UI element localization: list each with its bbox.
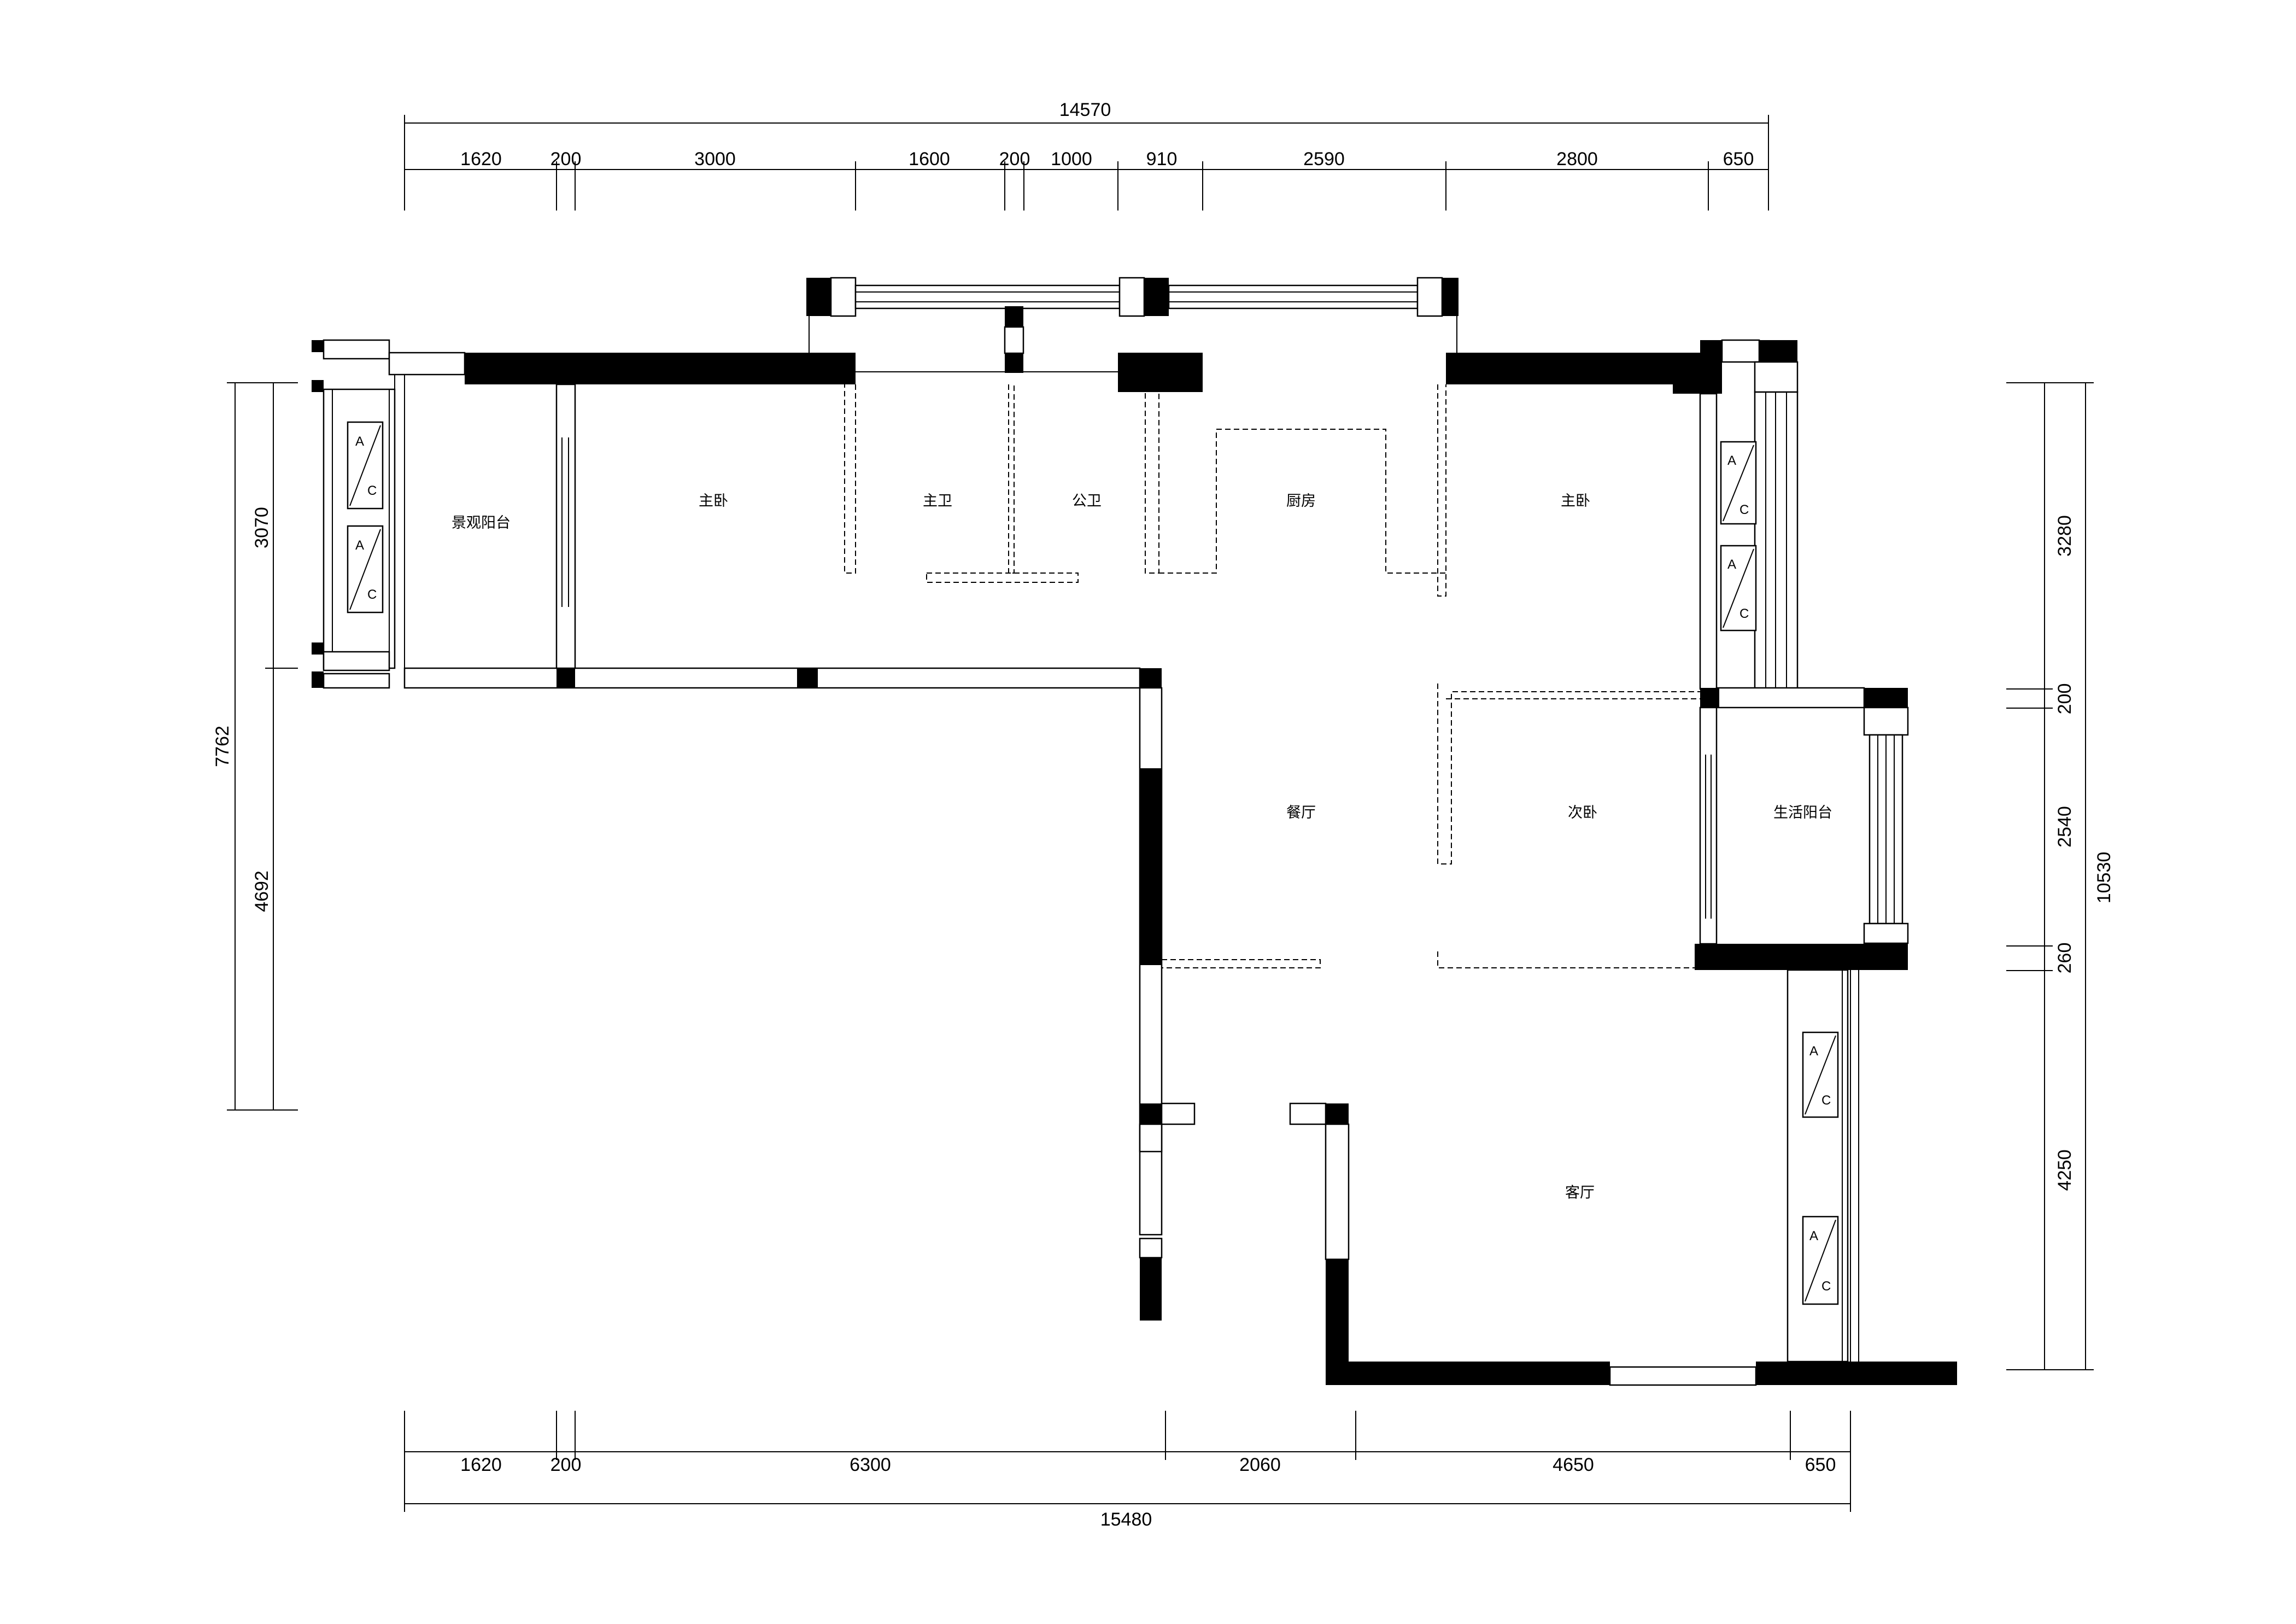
svg-text:A: A bbox=[355, 434, 364, 449]
left-dim-2: 4692 bbox=[251, 871, 272, 912]
ac-unit-6: A C bbox=[1802, 1216, 1839, 1305]
svg-text:A: A bbox=[355, 538, 364, 553]
svg-text:C: C bbox=[367, 587, 377, 602]
ac-unit-1: A C bbox=[347, 421, 384, 510]
right-dim-3: 2540 bbox=[2054, 806, 2075, 848]
room-labels: 景观阳台 主卧 主卫 公卫 厨房 主卧 餐厅 次卧 生活阳台 客厅 bbox=[452, 493, 1832, 1201]
left-dimension-lines bbox=[227, 382, 298, 1111]
bottom-dim-4: 2060 bbox=[1239, 1454, 1281, 1475]
room-label-public-bath: 公卫 bbox=[1072, 493, 1102, 510]
room-label-master-bath: 主卫 bbox=[923, 493, 952, 510]
ac-unit-3: A C bbox=[1720, 441, 1757, 525]
right-dim-5: 4250 bbox=[2054, 1149, 2075, 1191]
top-dim-8: 2590 bbox=[1303, 149, 1345, 170]
bottom-dim-6: 650 bbox=[1805, 1454, 1836, 1475]
top-total-dimension: 14570 bbox=[1059, 100, 1111, 120]
bottom-dim-1: 1620 bbox=[460, 1454, 502, 1475]
right-dim-4: 260 bbox=[2054, 943, 2075, 974]
room-label-view-balcony: 景观阳台 bbox=[452, 515, 511, 531]
room-label-utility-balcony: 生活阳台 bbox=[1773, 804, 1832, 821]
top-dimension-lines bbox=[404, 115, 1769, 211]
svg-text:A: A bbox=[1727, 557, 1736, 572]
room-label-living-room: 客厅 bbox=[1565, 1184, 1595, 1201]
right-total-dimension: 10530 bbox=[2094, 852, 2115, 904]
bottom-dimension-lines bbox=[404, 1411, 1851, 1512]
bottom-dim-3: 6300 bbox=[850, 1454, 891, 1475]
svg-text:C: C bbox=[367, 483, 377, 498]
right-dim-2: 200 bbox=[2054, 684, 2075, 715]
right-dim-1: 3280 bbox=[2054, 515, 2075, 557]
bottom-segment-dimensions: 1620 200 6300 2060 4650 650 bbox=[460, 1454, 1836, 1475]
bottom-dim-2: 200 bbox=[550, 1454, 582, 1475]
bottom-total-dimension: 15480 bbox=[1100, 1509, 1152, 1530]
svg-text:A: A bbox=[1809, 1229, 1818, 1243]
top-dim-6: 1000 bbox=[1051, 149, 1092, 170]
svg-text:C: C bbox=[1739, 606, 1749, 621]
top-dim-10: 650 bbox=[1723, 149, 1754, 170]
room-label-second-bedroom: 次卧 bbox=[1568, 804, 1597, 821]
room-label-master-bedroom-left: 主卧 bbox=[699, 493, 728, 510]
bottom-dim-5: 4650 bbox=[1553, 1454, 1594, 1475]
ac-unit-5: A C bbox=[1802, 1031, 1839, 1118]
walls bbox=[312, 277, 1957, 1386]
left-dim-1: 3070 bbox=[251, 507, 272, 548]
svg-text:C: C bbox=[1821, 1093, 1831, 1108]
svg-text:A: A bbox=[1809, 1044, 1818, 1059]
room-label-dining-room: 餐厅 bbox=[1286, 804, 1316, 821]
ac-unit-4: A C bbox=[1720, 545, 1757, 632]
svg-text:C: C bbox=[1821, 1279, 1831, 1294]
svg-text:C: C bbox=[1739, 503, 1749, 517]
top-dim-9: 2800 bbox=[1556, 149, 1598, 170]
room-label-kitchen: 厨房 bbox=[1286, 493, 1316, 510]
right-dimension-lines bbox=[2006, 382, 2094, 1370]
top-dim-4: 1600 bbox=[909, 149, 950, 170]
top-dim-2: 200 bbox=[550, 149, 582, 170]
top-dim-1: 1620 bbox=[460, 149, 502, 170]
top-segment-dimensions: 1620 200 3000 1600 200 1000 910 2590 280… bbox=[460, 149, 1754, 170]
room-label-master-bedroom-right: 主卧 bbox=[1561, 493, 1590, 510]
top-dim-5: 200 bbox=[999, 149, 1030, 170]
ac-unit-2: A C bbox=[347, 525, 384, 614]
svg-text:A: A bbox=[1727, 453, 1736, 468]
dashed-partitions bbox=[844, 384, 1700, 968]
top-dim-7: 910 bbox=[1146, 149, 1178, 170]
left-total-dimension: 7762 bbox=[212, 726, 233, 767]
top-dim-3: 3000 bbox=[694, 149, 736, 170]
